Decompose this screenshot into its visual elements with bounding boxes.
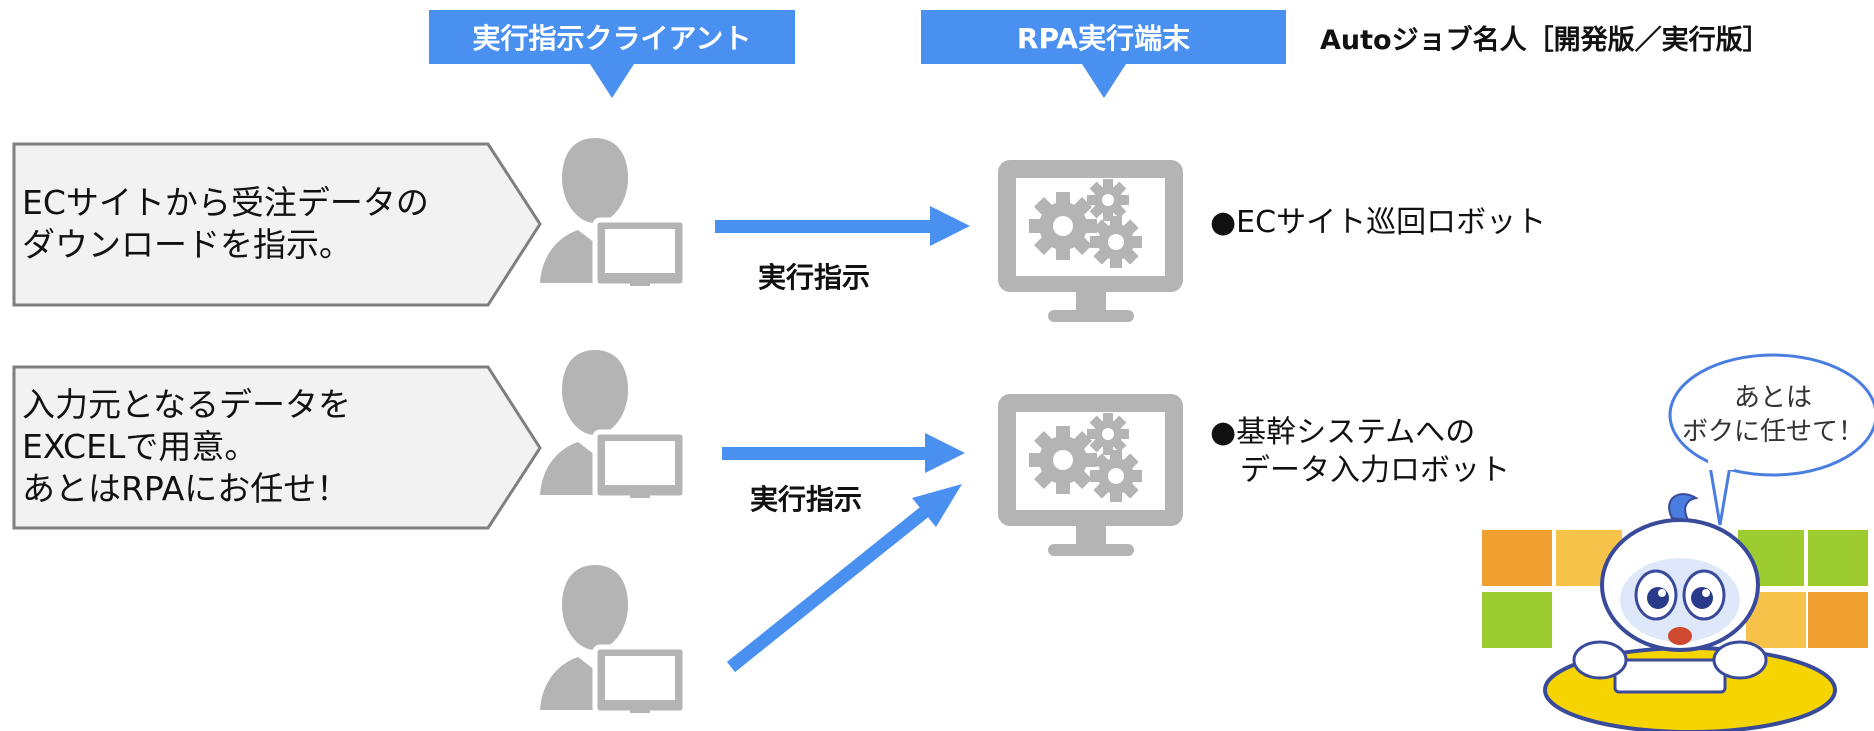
- client-header: 実行指示クライアント: [429, 10, 795, 98]
- terminal-header: RPA実行端末: [921, 10, 1286, 98]
- step-text-1: ECサイトから受注データの ダウンロードを指示。: [22, 182, 429, 266]
- step-2-line-2: EXCELで用意。: [22, 427, 258, 466]
- speech-bubble: [1668, 353, 1874, 526]
- robot-mascot: [1482, 493, 1868, 731]
- robot-2-line-2: データ入力ロボット: [1210, 453, 1510, 488]
- terminal-header-pointer: [1081, 64, 1126, 98]
- step-text-2: 入力元となるデータを EXCELで用意。 あとはRPAにお任せ！: [22, 384, 351, 510]
- arrow-1-head: [930, 206, 970, 246]
- command-label-1: 実行指示: [758, 261, 871, 294]
- terminal-header-label: RPA実行端末: [1016, 22, 1191, 55]
- arrow-2-head: [925, 433, 965, 473]
- product-name: Autoジョブ名人［開発版／実行版］: [1320, 25, 1770, 56]
- user-with-monitor-icon: [540, 138, 685, 286]
- robot-label-1: ●ECサイト巡回ロボット: [1210, 204, 1546, 242]
- robot-1-line-1: ●ECサイト巡回ロボット: [1210, 205, 1547, 240]
- arrows: [715, 206, 970, 673]
- step-box-1: [12, 142, 542, 307]
- speech-bubble-text: あとは ボクに任せて！: [1672, 381, 1874, 449]
- gears-monitor-icon: [998, 394, 1183, 556]
- step-1-line-1: ECサイトから受注データの: [22, 183, 429, 222]
- speech-line-1: あとは: [1733, 383, 1812, 413]
- user-with-monitor-icon: [540, 350, 685, 498]
- robot-2-line-1: ●基幹システムへの: [1210, 415, 1476, 450]
- arrow-3-shaft: [726, 503, 933, 673]
- command-label-2: 実行指示: [750, 483, 863, 516]
- robot-label-2: ●基幹システムへの データ入力ロボット: [1210, 414, 1510, 490]
- client-header-label: 実行指示クライアント: [472, 22, 752, 55]
- step-2-line-1: 入力元となるデータを: [22, 385, 352, 424]
- step-2-line-3: あとはRPAにお任せ！: [22, 469, 350, 508]
- user-with-monitor-icon: [540, 565, 685, 713]
- step-1-line-2: ダウンロードを指示。: [22, 225, 352, 264]
- client-header-pointer: [590, 64, 634, 98]
- arrow-1-shaft: [715, 220, 935, 233]
- speech-line-2: ボクに任せて！: [1681, 417, 1864, 447]
- gears-monitor-icon: [998, 160, 1183, 322]
- arrow-3-head: [912, 484, 962, 527]
- arrow-2-shaft: [722, 447, 928, 460]
- step-box-2: [12, 365, 542, 530]
